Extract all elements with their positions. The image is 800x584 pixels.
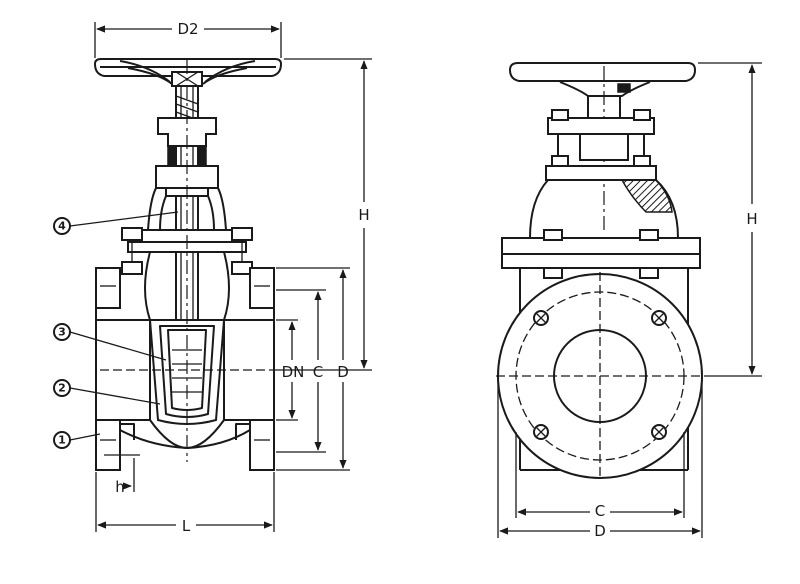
dim-label-d2: D2 — [177, 20, 198, 38]
front-gland — [155, 117, 219, 197]
front-view: 4 3 2 1 D2 — [53, 20, 372, 535]
part-balloon-4: 4 — [53, 211, 179, 235]
dim-l: L — [95, 472, 275, 535]
part-balloon-3: 3 — [53, 323, 167, 361]
dim-h-small: h — [104, 454, 140, 496]
dim-label-dn: DN — [282, 363, 305, 381]
dim-d2: D2 — [94, 20, 282, 58]
dim-label-h-right: H — [746, 210, 757, 228]
side-end-flange — [496, 272, 704, 480]
part-number-4: 4 — [58, 220, 66, 233]
dim-c-right: C — [515, 432, 685, 520]
dim-label-d-right: D — [594, 522, 606, 540]
dim-d-right: D — [497, 380, 703, 540]
part-number-2: 2 — [58, 382, 66, 395]
part-number-1: 1 — [58, 434, 66, 447]
part-balloon-2: 2 — [53, 379, 161, 405]
dim-label-l: L — [182, 517, 191, 535]
side-yoke — [545, 66, 657, 232]
dim-label-d-left: D — [337, 363, 349, 381]
side-bolt-holes — [533, 310, 667, 440]
dim-h-right: H — [698, 62, 762, 377]
front-handwheel — [93, 58, 283, 87]
dim-c-left: C — [276, 289, 326, 453]
part-balloon-1: 1 — [53, 431, 101, 449]
side-handwheel — [508, 62, 697, 97]
dim-label-c-left: C — [313, 363, 323, 381]
side-bonnet-flange — [501, 229, 701, 279]
dim-dn: DN — [276, 319, 305, 421]
front-body — [95, 251, 275, 471]
dim-label-c-right: C — [595, 502, 605, 520]
side-view: H C D — [496, 62, 762, 540]
dim-d-left: D — [276, 267, 350, 471]
dim-label-h-left: H — [358, 206, 369, 224]
dim-h-left: H — [276, 58, 372, 371]
part-number-3: 3 — [58, 326, 66, 339]
dim-label-h-small: h — [115, 478, 125, 496]
